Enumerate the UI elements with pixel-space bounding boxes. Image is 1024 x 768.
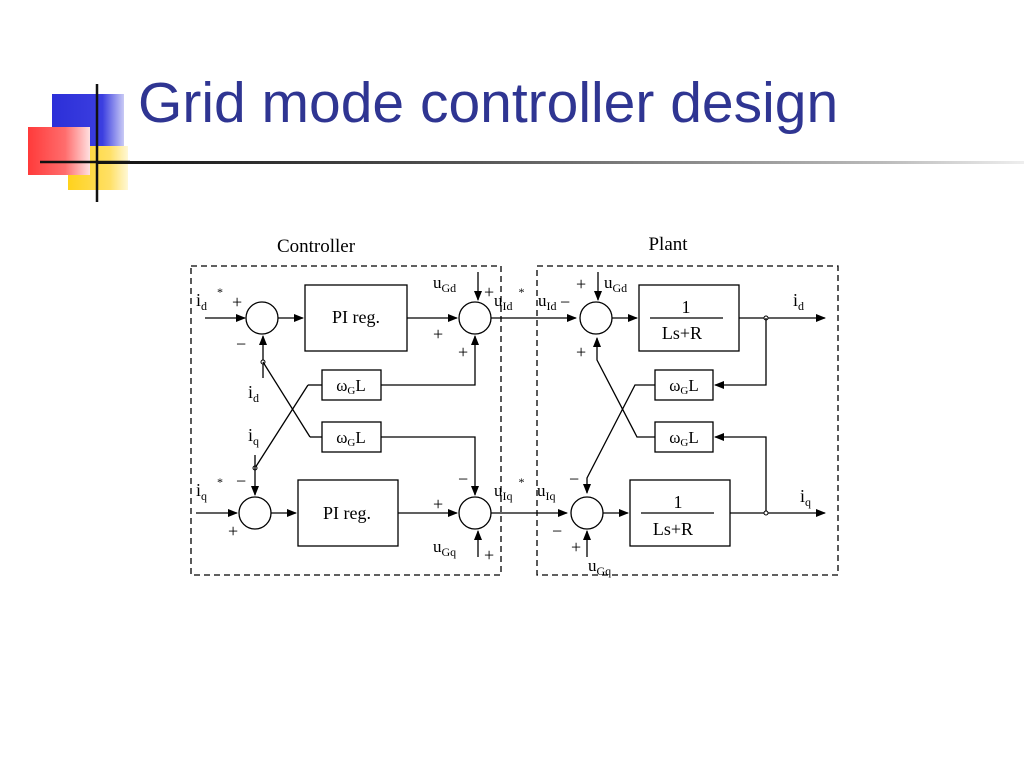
ugq-ctrl-label: uGq xyxy=(433,537,456,559)
iq-cross-line xyxy=(254,384,309,469)
uiq-ref-label: uIq* xyxy=(494,475,525,503)
iq-to-wgl-plant-bot xyxy=(714,433,767,513)
sum-q-minus-sign: − xyxy=(236,471,246,491)
uid-ref-label: uId* xyxy=(494,285,525,313)
sum-d-minus-sign: − xyxy=(236,334,246,354)
pi-reg-d-label: PI reg. xyxy=(332,307,380,327)
id-output-label: id xyxy=(793,290,804,313)
uiq-plant-label: uIq xyxy=(537,481,556,503)
plant-tf-d-den: Ls+R xyxy=(662,323,702,343)
red-square xyxy=(28,127,90,175)
sum-uq-top-minus: − xyxy=(458,469,468,489)
wgl-plant-bot-label: ωGL xyxy=(669,428,699,449)
id-cross-line xyxy=(262,361,311,438)
plant-label: Plant xyxy=(648,234,688,255)
iq-output-label: iq xyxy=(800,486,811,509)
wgl-plant-bot-block xyxy=(654,421,714,453)
iq-ref-label: iq* xyxy=(196,475,223,503)
uid-plant-label: uId xyxy=(538,291,557,313)
sum-pd-bottom-plus: + xyxy=(576,342,586,362)
wgl-plant-top-block xyxy=(654,369,714,401)
wgl-ctrl-bot-label: ωGL xyxy=(336,428,366,449)
wgl-plant-bot-to-sum-pd xyxy=(593,337,655,438)
sum-ud-left-plus: + xyxy=(433,324,443,344)
ugd-ctrl-label: uGd xyxy=(433,273,456,295)
controller-boundary xyxy=(190,265,502,576)
sum-pd-top-plus: + xyxy=(576,274,586,294)
sum-ud-bottom-plus: + xyxy=(458,342,468,362)
sum-junction-q xyxy=(238,496,272,530)
sum-d-plus-sign: + xyxy=(232,292,242,312)
id-ref-label: id* xyxy=(196,285,223,313)
iq-fb-label: iq xyxy=(248,425,259,448)
sum-uq-bottom-plus: + xyxy=(484,545,494,565)
wgl-plant-top-to-sum-pq xyxy=(583,384,655,494)
title-underline xyxy=(98,161,1024,164)
wgl-ctrl-bot-to-sum-uq xyxy=(381,436,479,496)
ugq-plant-label: uGq xyxy=(588,556,611,578)
sum-uq-left-plus: + xyxy=(433,494,443,514)
pi-reg-q-label: PI reg. xyxy=(323,503,371,523)
sum-pq-top-minus: − xyxy=(569,469,579,489)
sum-pq-left-minus: − xyxy=(552,521,562,541)
pi-reg-d-block xyxy=(304,284,408,352)
sum-junction-uq xyxy=(458,496,492,530)
plant-sum-junction-d xyxy=(579,301,613,335)
sum-pd-left-minus: − xyxy=(560,292,570,312)
wgl-plant-top-label: ωGL xyxy=(669,376,699,397)
decorative-corner-squares xyxy=(28,84,130,202)
plant-boundary xyxy=(536,265,839,576)
ugd-plant-label: uGd xyxy=(604,273,627,295)
slide-title: Grid mode controller design xyxy=(138,71,839,135)
controller-label: Controller xyxy=(277,236,356,257)
plant-sum-junction-q xyxy=(570,496,604,530)
id-to-wgl-plant-top xyxy=(714,318,767,389)
pi-reg-q-block xyxy=(297,479,399,547)
wgl-ctrl-top-label: ωGL xyxy=(336,376,366,397)
sum-pq-bottom-plus: + xyxy=(571,537,581,557)
iq-output-dot xyxy=(763,510,769,516)
sum-junction-d xyxy=(245,301,279,335)
sum-ud-top-plus: + xyxy=(484,282,494,302)
wgl-ctrl-top-block xyxy=(321,369,382,401)
sum-q-plus-sign: + xyxy=(228,521,238,541)
sum-junction-ud xyxy=(458,301,492,335)
plant-tf-d-num: 1 xyxy=(682,297,691,317)
plant-tf-q-den: Ls+R xyxy=(653,519,693,539)
id-fb-label: id xyxy=(248,382,259,405)
wgl-ctrl-top-to-sum-ud xyxy=(381,335,479,386)
plant-tf-q-num: 1 xyxy=(674,492,683,512)
